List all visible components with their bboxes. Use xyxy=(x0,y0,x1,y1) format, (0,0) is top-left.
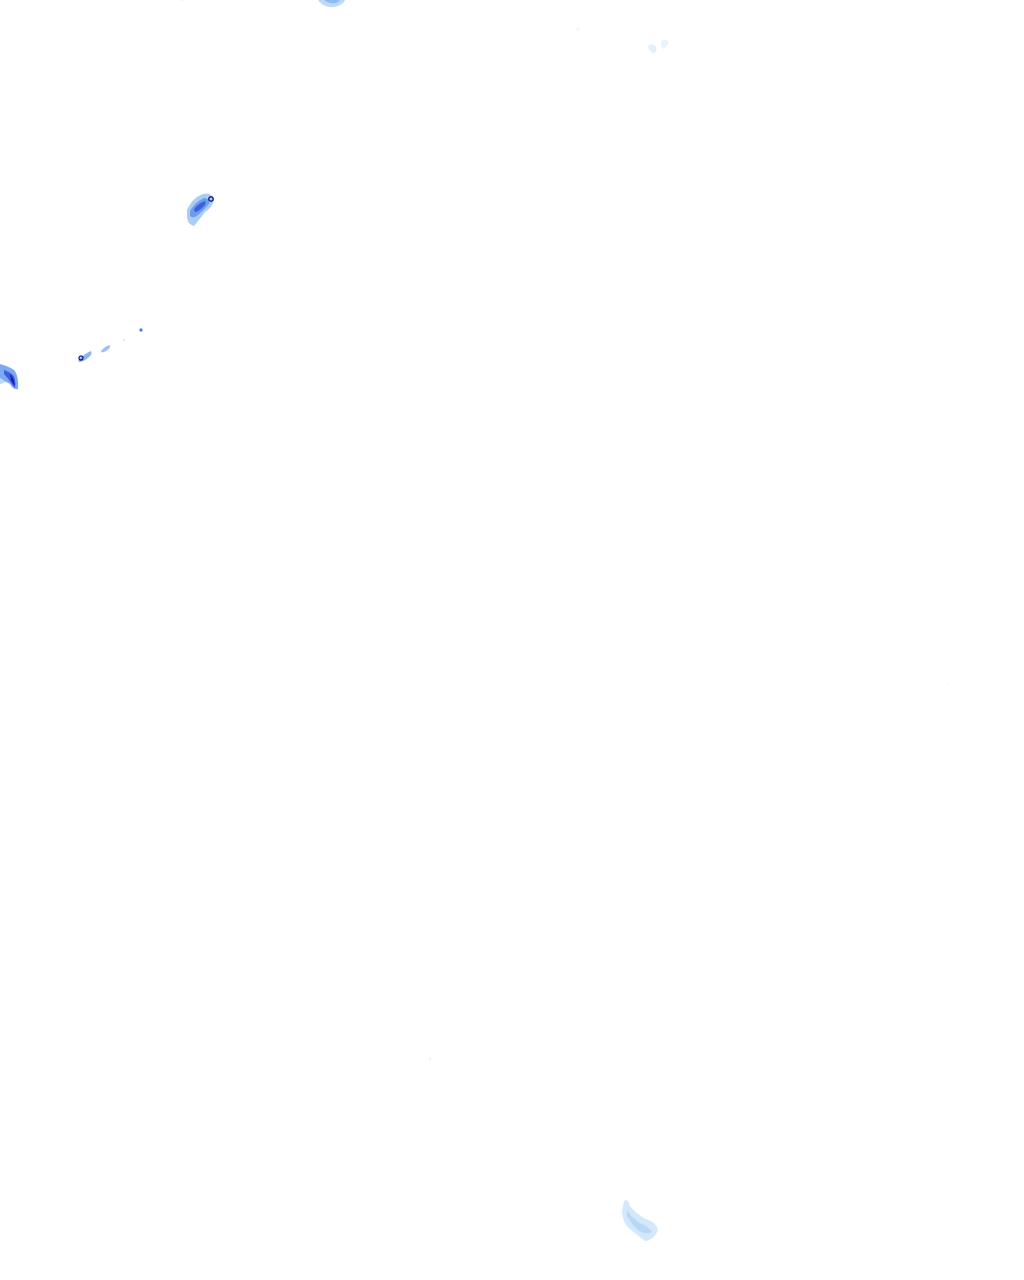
echo-speck-a xyxy=(429,1058,431,1060)
echo-speck-c xyxy=(181,0,183,1)
echo-cell-left-band-a-peak xyxy=(78,355,84,361)
echo-cell-upper-left xyxy=(187,193,214,226)
echo-cell-top-edge xyxy=(318,0,345,8)
echo-cell-top-right-faint-a xyxy=(648,44,657,53)
echo-cell-bottom xyxy=(622,1200,658,1241)
echo-cell-left-band-b xyxy=(101,345,111,353)
echo-cell-left-edge-tail xyxy=(0,378,5,384)
echo-cell-left-band-c xyxy=(139,328,143,332)
echo-cell-left-band-d xyxy=(123,339,125,341)
echo-cell-left-edge xyxy=(0,364,19,390)
echo-cell-left-edge-core xyxy=(10,374,15,386)
echo-cell-top-edge-core xyxy=(324,0,340,4)
echo-specks xyxy=(181,0,949,1060)
echo-cell-upper-left-core xyxy=(194,201,206,212)
echo-cell-left-band-a xyxy=(78,351,92,362)
echo-cell-upper-left-peak xyxy=(208,196,214,202)
echo-cell-top-right-faint-b xyxy=(660,39,669,49)
echo-cell-top-edge-outer xyxy=(318,0,345,8)
echo-cell-bottom-core xyxy=(627,1210,652,1234)
echo-cell-top-right-faint xyxy=(576,27,669,53)
echo-cell-left-edge-mid xyxy=(4,370,16,388)
echo-cell-top-right-faint-speck xyxy=(576,27,580,31)
echo-cell-left-band xyxy=(78,328,143,362)
echo-speck-b xyxy=(947,683,949,685)
